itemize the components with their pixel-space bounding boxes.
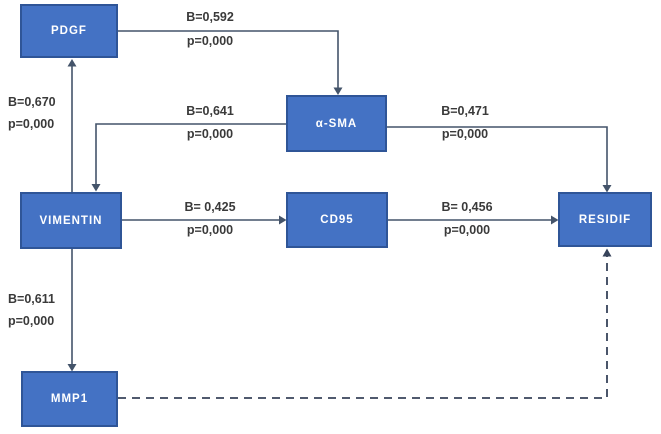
label-cd95-residif-p: p=0,000	[443, 223, 491, 237]
label-asma-vimentin-b: B=0,641	[186, 104, 234, 118]
label-asma-vimentin-p: p=0,000	[186, 127, 234, 141]
edge-asma-to-residif	[387, 126, 612, 193]
node-cd95-label: CD95	[320, 214, 354, 226]
edge-vimentin-to-mmp1	[67, 249, 77, 372]
node-cd95: CD95	[286, 192, 388, 248]
edge-vimentin-to-pdgf	[67, 59, 77, 192]
label-cd95-residif-b: B= 0,456	[441, 200, 493, 214]
node-vimentin: VIMENTIN	[20, 192, 122, 249]
label-pdgf-asma-p: p=0,000	[186, 34, 234, 48]
label-vimentin-mmp1-b: B=0,611	[8, 292, 55, 306]
edge-mmp1-to-residif-dashed	[118, 248, 612, 399]
edge-asma-to-vimentin	[91, 123, 286, 192]
node-vimentin-label: VIMENTIN	[39, 214, 103, 227]
node-asma: α-SMA	[286, 95, 387, 152]
label-pdgf-asma-b: B=0,592	[186, 10, 234, 24]
node-asma-label: α-SMA	[315, 117, 358, 130]
node-residif: RESIDIF	[558, 192, 652, 247]
label-vimentin-mmp1-p: p=0,000	[8, 314, 55, 328]
label-vimentin-cd95-p: p=0,000	[186, 223, 234, 237]
edge-pdgf-to-asma	[118, 30, 343, 95]
edge-cd95-to-residif	[388, 215, 559, 225]
edge-vimentin-to-cd95	[122, 215, 287, 225]
node-residif-label: RESIDIF	[578, 213, 632, 226]
node-mmp1: MMP1	[21, 371, 118, 427]
node-mmp1-label: MMP1	[50, 393, 89, 405]
node-pdgf-label: PDGF	[51, 25, 87, 37]
label-vimentin-pdgf-p: p=0,000	[8, 117, 55, 131]
node-pdgf: PDGF	[20, 4, 118, 58]
label-asma-residif-p: p=0,000	[441, 127, 489, 141]
label-vimentin-pdgf-b: B=0,670	[8, 95, 56, 109]
label-asma-residif-b: B=0,471	[441, 104, 489, 118]
label-vimentin-cd95-b: B= 0,425	[184, 200, 236, 214]
